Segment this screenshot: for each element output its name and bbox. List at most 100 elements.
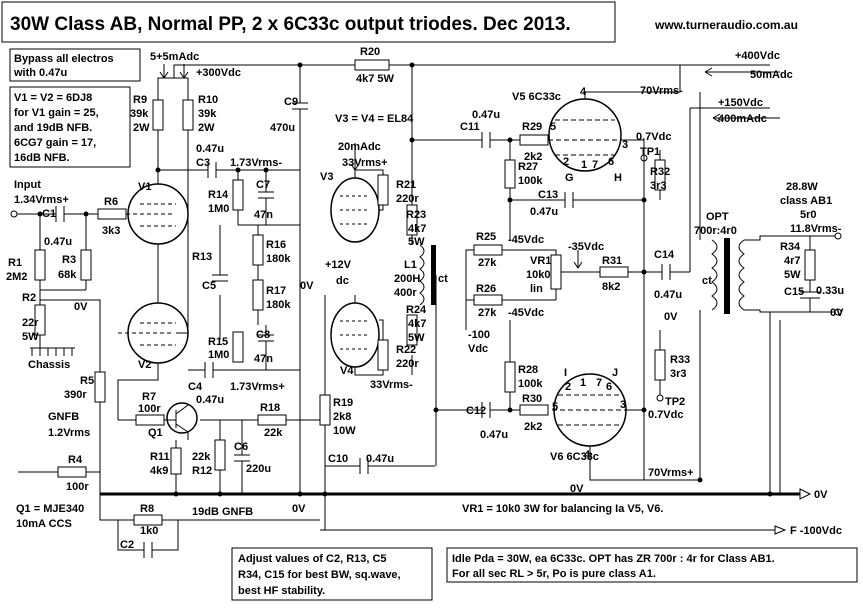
v4-grids (340, 320, 370, 350)
c7-value: 47n (254, 209, 273, 221)
ma400-label: 400mAdc (718, 113, 767, 125)
c8-symbol (258, 325, 274, 370)
r19-rating: 10W (333, 425, 356, 437)
mid-net-wires (219, 225, 259, 340)
r11-wires (175, 432, 189, 494)
v6-pin2: 2 (565, 381, 571, 393)
r22-label: R22 (396, 344, 416, 356)
supply-300v-label: +300Vdc (196, 67, 241, 79)
r1-label: R1 (8, 257, 22, 269)
c4-level: 1.73Vrms+ (230, 381, 285, 393)
v5-pin-h: H (614, 172, 622, 184)
r26-value: 27k (478, 307, 497, 319)
r27-label: R27 (518, 161, 538, 173)
rail-arrow (799, 488, 812, 500)
adjust-note-line3: best HF stability. (238, 585, 325, 597)
bias-minus35: -35Vdc (568, 241, 604, 253)
chassis-label: Chassis (28, 359, 70, 371)
c8-value: 47n (254, 353, 273, 365)
r4-body (57, 466, 87, 478)
c3-level: 1.73Vrms- (230, 157, 282, 169)
v3-v4-type-label: V3 = V4 = EL84 (335, 113, 414, 125)
bypass-note-box (9, 48, 141, 82)
c2-label: C2 (120, 539, 134, 551)
chassis-ground-icon (30, 347, 75, 356)
v6-pin6: 6 (606, 381, 612, 393)
v1-elements (126, 203, 176, 227)
r23-rating: 5W (408, 236, 425, 248)
r33-body (654, 349, 666, 381)
r31-label: R31 (602, 255, 622, 267)
r19-value: 2k8 (333, 411, 351, 423)
v2-elements (118, 322, 176, 346)
r11-value: 4k9 (150, 465, 168, 477)
power-output: 28.8W (786, 181, 818, 193)
supply-current-label: 5+5mAdc (150, 51, 199, 63)
l1-core (431, 245, 436, 305)
output-0v-label: 0V (830, 307, 844, 319)
c14-value: 0.47u (654, 289, 682, 301)
v5-pin6: 6 (608, 156, 614, 168)
power-class: class AB1 (780, 195, 832, 207)
c1-label: C1 (42, 208, 56, 220)
gnfb-loop (99, 494, 320, 521)
r16-label: R16 (266, 239, 286, 251)
r15-value: 1M0 (208, 349, 229, 361)
mid-0v-label: 0V (300, 280, 314, 292)
r8-body (133, 514, 163, 526)
c4-symbol (204, 362, 214, 378)
r8-value: 1k0 (140, 525, 158, 537)
out-stage-0v-label: 0V (570, 483, 584, 495)
tp2-label: TP2 (665, 396, 685, 408)
c9-label: C9 (284, 96, 298, 108)
c4-label: C4 (188, 381, 203, 393)
v3-wires (354, 169, 384, 211)
c15-value: 0.33u (816, 285, 844, 297)
v1-label: V1 (138, 181, 151, 193)
v2-leads (117, 258, 159, 420)
r28-label: R28 (518, 364, 538, 376)
v4-level-label: 33Vrms- (370, 379, 413, 391)
v5-pin1: 1 (581, 159, 587, 171)
r10-value: 39k (198, 108, 217, 120)
adjust-note-line2: R34, C15 for best BW, sq.wave, (238, 569, 401, 581)
v6-cathode-voltage: 0.7Vdc (648, 409, 683, 421)
v6-wires (589, 409, 700, 481)
vr1-note: VR1 = 10k0 3W for balancing Ia V5, V6. (462, 503, 663, 515)
vr1-body[interactable] (550, 254, 562, 290)
c1-symbol (55, 206, 65, 222)
r25-body (473, 244, 503, 256)
v3-current-label: 20mAdc (338, 141, 381, 153)
opt-secondary-coil (738, 239, 745, 311)
c12-value: 0.47u (480, 429, 508, 441)
r24-label: R24 (406, 304, 427, 316)
r11-label: R11 (150, 451, 170, 463)
supply-300v-wire (173, 64, 300, 78)
c5-label: C5 (202, 280, 216, 292)
vr1-wiper-arrow (561, 250, 600, 273)
r9-rating: 2W (133, 122, 150, 134)
vr1-taper: lin (530, 283, 543, 295)
r20-label: R20 (360, 46, 380, 58)
r34-body (804, 249, 816, 281)
vr1-label: VR1 (530, 255, 551, 267)
c14-label: C14 (654, 249, 675, 261)
c12-label: C12 (466, 405, 486, 417)
c10-symbol (325, 458, 435, 474)
r34-label: R34 (780, 241, 801, 253)
c3-label: C3 (196, 157, 210, 169)
v3-label: V3 (320, 171, 333, 183)
v5-pin7: 7 (592, 159, 598, 171)
c3-value: 0.47u (196, 143, 224, 155)
supply-arrows (159, 64, 189, 79)
bypass-note-line1: Bypass all electros (14, 53, 114, 65)
r11-body (170, 447, 182, 475)
r4-value: 100r (66, 481, 89, 493)
r18-body (257, 414, 287, 426)
v6-elements (552, 394, 626, 426)
l1-coil (419, 244, 425, 306)
opt-label: OPT (706, 211, 729, 223)
r27-value: 100k (518, 175, 543, 187)
r5-label: R5 (80, 375, 94, 387)
c9-value: 470u (270, 122, 295, 134)
